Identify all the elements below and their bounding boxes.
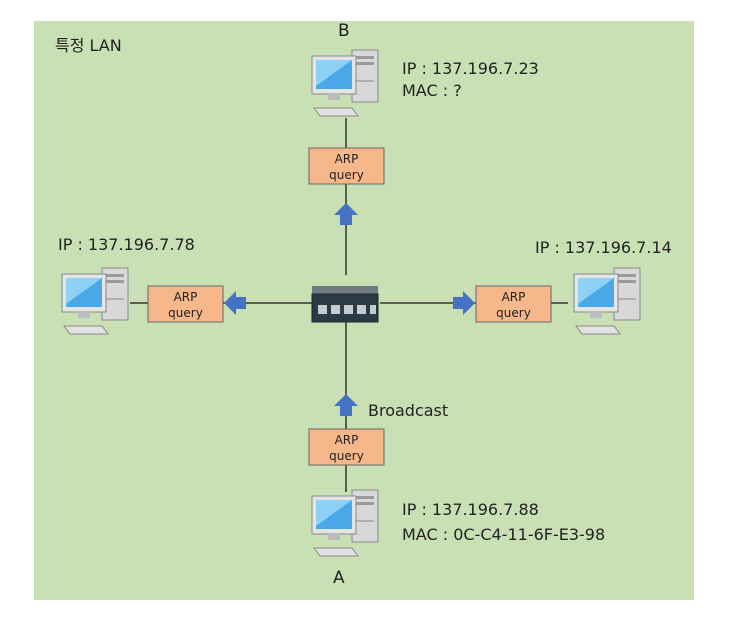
arp-line2: query	[329, 449, 364, 463]
lan-label: 특정 LAN	[55, 36, 122, 55]
arp-line2: query	[168, 306, 203, 320]
arp-line2: query	[496, 306, 531, 320]
node-b-ip: IP : 137.196.7.23	[402, 59, 539, 78]
broadcast-label: Broadcast	[368, 401, 448, 420]
node-b-name: B	[338, 21, 350, 41]
node-a-name: A	[333, 568, 345, 588]
arp-line1: ARP	[335, 152, 359, 166]
arp-query-box-bottom: ARP query	[308, 428, 385, 466]
node-left-ip: IP : 137.196.7.78	[58, 235, 195, 254]
arp-line1: ARP	[335, 433, 359, 447]
node-a-mac: MAC : 0C-C4-11-6F-E3-98	[402, 525, 605, 544]
arp-query-box-left: ARP query	[147, 285, 224, 323]
node-a-ip: IP : 137.196.7.88	[402, 500, 539, 519]
arp-query-box-right: ARP query	[475, 285, 552, 323]
arp-line2: query	[329, 168, 364, 182]
switch-icon	[311, 286, 379, 323]
node-b-mac: MAC : ?	[402, 81, 462, 100]
arp-line1: ARP	[174, 290, 198, 304]
arp-query-box-top: ARP query	[308, 147, 385, 185]
node-right-ip: IP : 137.196.7.14	[535, 238, 672, 257]
arp-line1: ARP	[502, 290, 526, 304]
